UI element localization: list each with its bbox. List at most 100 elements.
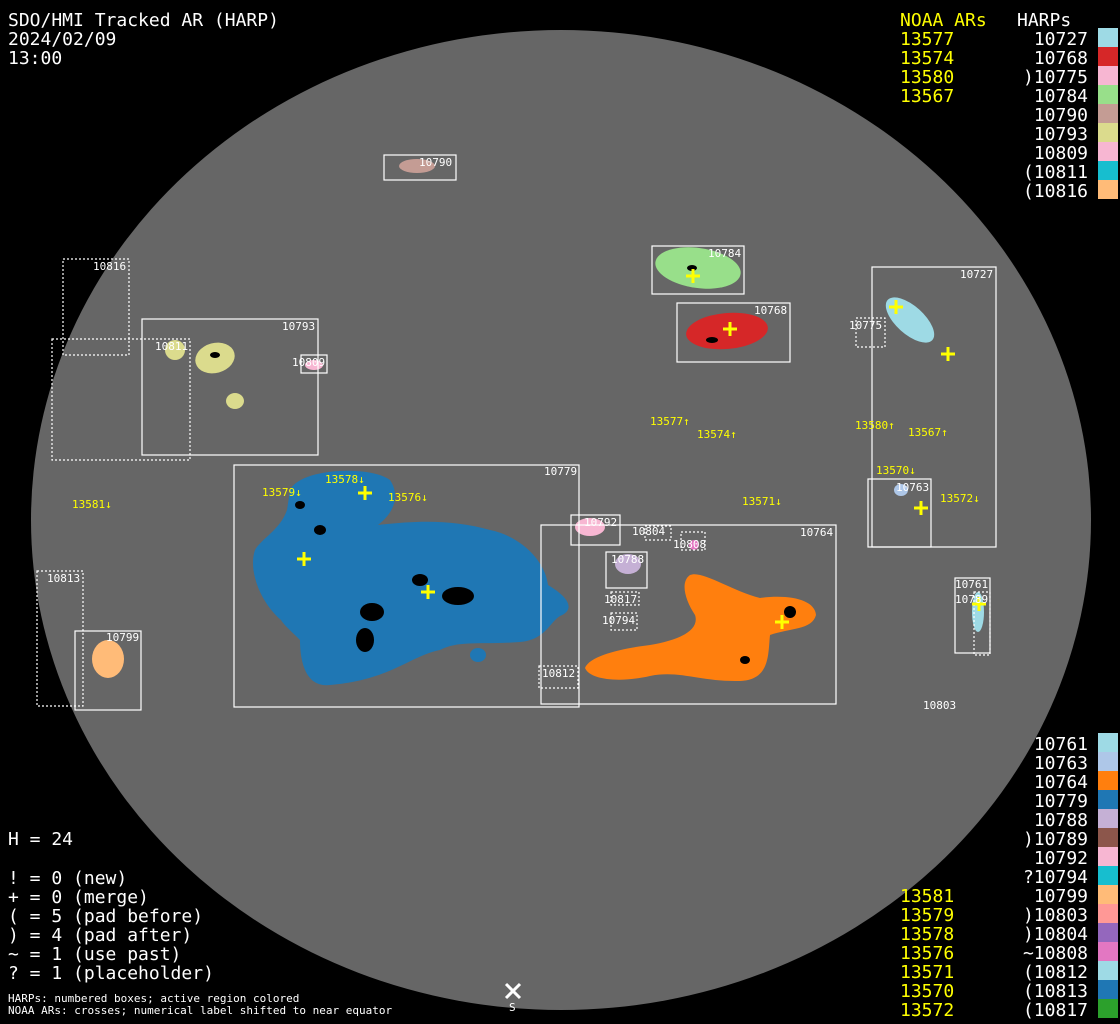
sunspot [356,628,374,652]
harp-color-swatch [1098,85,1118,104]
harp-box-10817[interactable] [610,591,640,606]
harp-legend-item: 10799 [1034,886,1088,907]
harp-box-10816[interactable] [62,258,130,356]
sunspot [740,656,750,664]
harp-box-10813[interactable] [36,570,84,707]
harp-box-10790[interactable] [383,154,457,181]
noaa-label: 13571↓ [742,495,782,508]
harp-box-10727[interactable] [871,266,997,548]
region-10761 [972,592,984,632]
harp-label: 10790 [419,156,452,169]
harp-box-10775[interactable] [855,317,886,348]
harp-color-swatch [1098,942,1118,961]
harp-label: 10803 [923,699,956,712]
noaa-cross [972,597,986,611]
harp-box-10808[interactable] [680,531,706,551]
harp-box-10792[interactable] [570,514,621,546]
noaa-legend-item: 13578 [900,924,954,945]
active-regions [92,159,984,686]
noaa-cross [889,300,903,314]
harp-label: 10789 [955,593,988,606]
harp-box-10809[interactable] [300,354,328,374]
solar-disk [31,30,1091,1010]
harp-legend-item: 10727 [1034,29,1088,50]
harp-box-10768[interactable] [676,302,791,363]
noaa-label: 13570↓ [876,464,916,477]
noaa-legend-item: 13580 [900,67,954,88]
harp-color-swatch [1098,123,1118,142]
harp-color-swatch [1098,47,1118,66]
bottom-harps-list: 1076110763107641077910788)1078910792?107… [1023,733,1118,1021]
harp-legend-item: 10809 [1034,143,1088,164]
harp-label: 10816 [93,260,126,273]
harp-legend-item: 10768 [1034,48,1088,69]
noaa-cross [686,269,700,283]
noaa-label: 13574↑ [697,428,737,441]
harp-color-swatch [1098,980,1118,999]
harp-box-10812[interactable] [538,665,579,689]
harp-legend-item: )10789 [1023,829,1088,850]
noaa-label: 13567↑ [908,426,948,439]
harp-label: 10809 [292,356,325,369]
noaa-legend-item: 13572 [900,1000,954,1021]
harp-box-10799[interactable] [74,630,142,711]
harp-label: 10768 [754,304,787,317]
harp-box-10779[interactable] [233,464,580,708]
harp-color-swatch [1098,790,1118,809]
region-10792 [575,518,605,536]
harp-legend-item: ~10808 [1023,943,1088,964]
harp-box-10784[interactable] [651,245,745,295]
harp-color-swatch [1098,161,1118,180]
harp-box-10763[interactable] [867,478,932,548]
noaa-labels: 13577↑ 13574↑ 13580↑ 13567↑ 13571↓ 13572… [72,415,980,511]
noaa-legend-item: 13570 [900,981,954,1002]
noaa-cross [297,552,311,566]
harp-color-swatch [1098,733,1118,752]
top-harps-list: 1072710768)1077510784107901079310809(108… [1023,28,1118,202]
harp-label: 10784 [708,247,741,260]
harp-legend-item: (10816 [1023,181,1088,202]
harp-legend-item: (10812 [1023,962,1088,983]
harp-legend-item: ?10794 [1023,867,1088,888]
noaa-legend-item: 13567 [900,86,954,107]
noaa-legend-item: 13581 [900,886,954,907]
harp-legend-item: 10784 [1034,86,1088,107]
harp-color-swatch [1098,771,1118,790]
noaa-label: 13580↑ [855,419,895,432]
noaa-legend-item: 13579 [900,905,954,926]
map-title: SDO/HMI Tracked AR (HARP) [8,10,279,31]
harp-box-10811[interactable] [51,338,191,461]
stat-line: ? = 1 (placeholder) [8,963,214,984]
noaa-label: 13577↑ [650,415,690,428]
harp-count: H = 24 [8,829,73,850]
sunspot [784,606,796,618]
harp-label: 10727 [960,268,993,281]
south-pole-marker: S [504,982,522,1014]
noaa-cross [358,486,372,500]
noaa-label: 13579↓ [262,486,302,499]
harp-box-10794[interactable] [610,612,638,631]
harp-legend-item: )10804 [1023,924,1088,945]
harps-legend-header: HARPs [1017,10,1071,31]
harp-box-10793[interactable] [141,318,319,456]
sunspot [314,525,326,535]
harp-label: 10779 [544,465,577,478]
noaa-legend-item: 13574 [900,48,954,69]
sunspot [360,603,384,621]
harp-color-swatch [1098,999,1118,1018]
harp-label: 10761 [955,578,988,591]
footnotes: HARPs: numbered boxes; active region col… [8,992,392,1017]
harp-box-10789[interactable] [973,591,991,656]
harp-box-10804[interactable] [644,525,672,541]
noaa-legend-item: 13571 [900,962,954,983]
harp-color-swatch [1098,828,1118,847]
harp-box-10788[interactable] [605,551,648,589]
harp-box-10764[interactable] [540,524,837,705]
region-10727 [885,297,935,343]
harp-legend-item: )10775 [1023,67,1088,88]
harp-box-10761[interactable] [954,577,991,654]
noaa-legend-item: 13576 [900,943,954,964]
noaa-cross [723,322,737,336]
